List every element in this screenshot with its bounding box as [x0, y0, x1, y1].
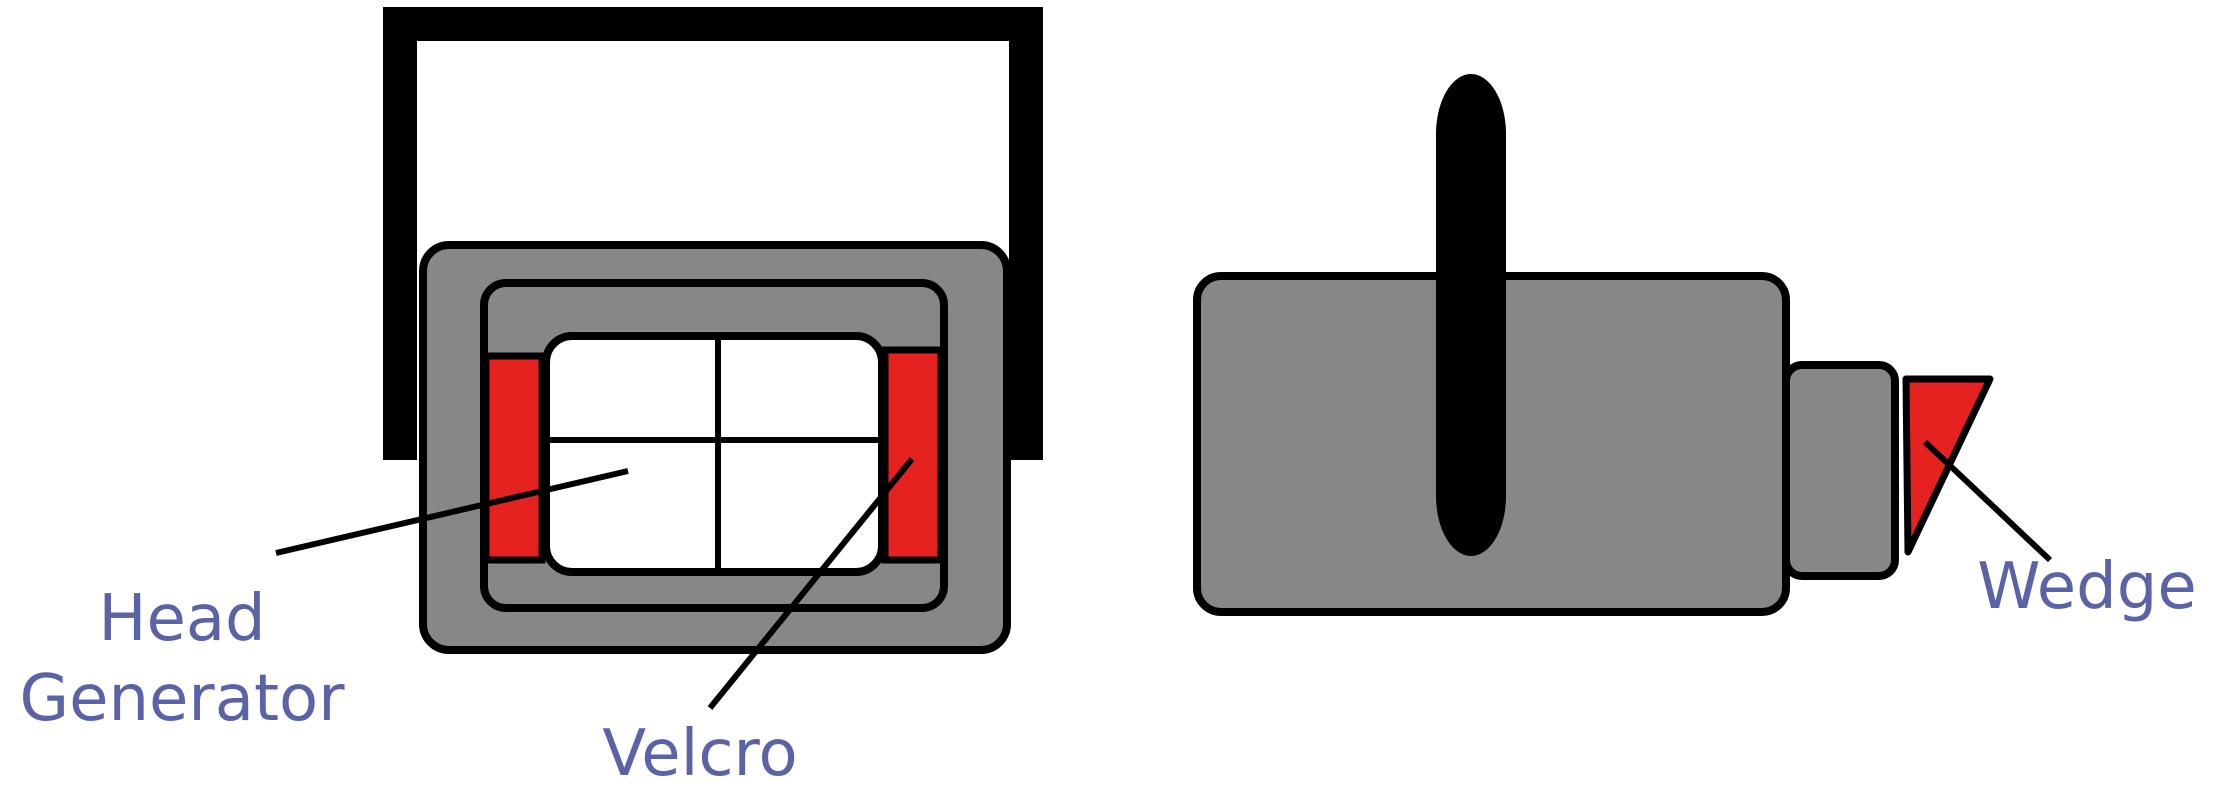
velcro-right: [881, 346, 945, 564]
wedge-label: Wedge: [1977, 550, 2197, 624]
window-panel: [542, 332, 886, 576]
velcro-left: [482, 352, 546, 564]
head-strap: [383, 7, 1043, 460]
front-view: [275, 7, 1043, 710]
side-view: [1193, 74, 2053, 616]
head-generator-leader: [275, 468, 629, 556]
side-connector: [1782, 361, 1899, 580]
velcro-label: Velcro: [602, 717, 797, 786]
velcro-leader: [707, 457, 915, 710]
head-generator-label-line1: Head: [98, 582, 265, 656]
head-generator-label-line2: Generator: [20, 662, 346, 736]
side-strap: [1436, 74, 1506, 556]
wedge-leader: [1922, 439, 2053, 563]
